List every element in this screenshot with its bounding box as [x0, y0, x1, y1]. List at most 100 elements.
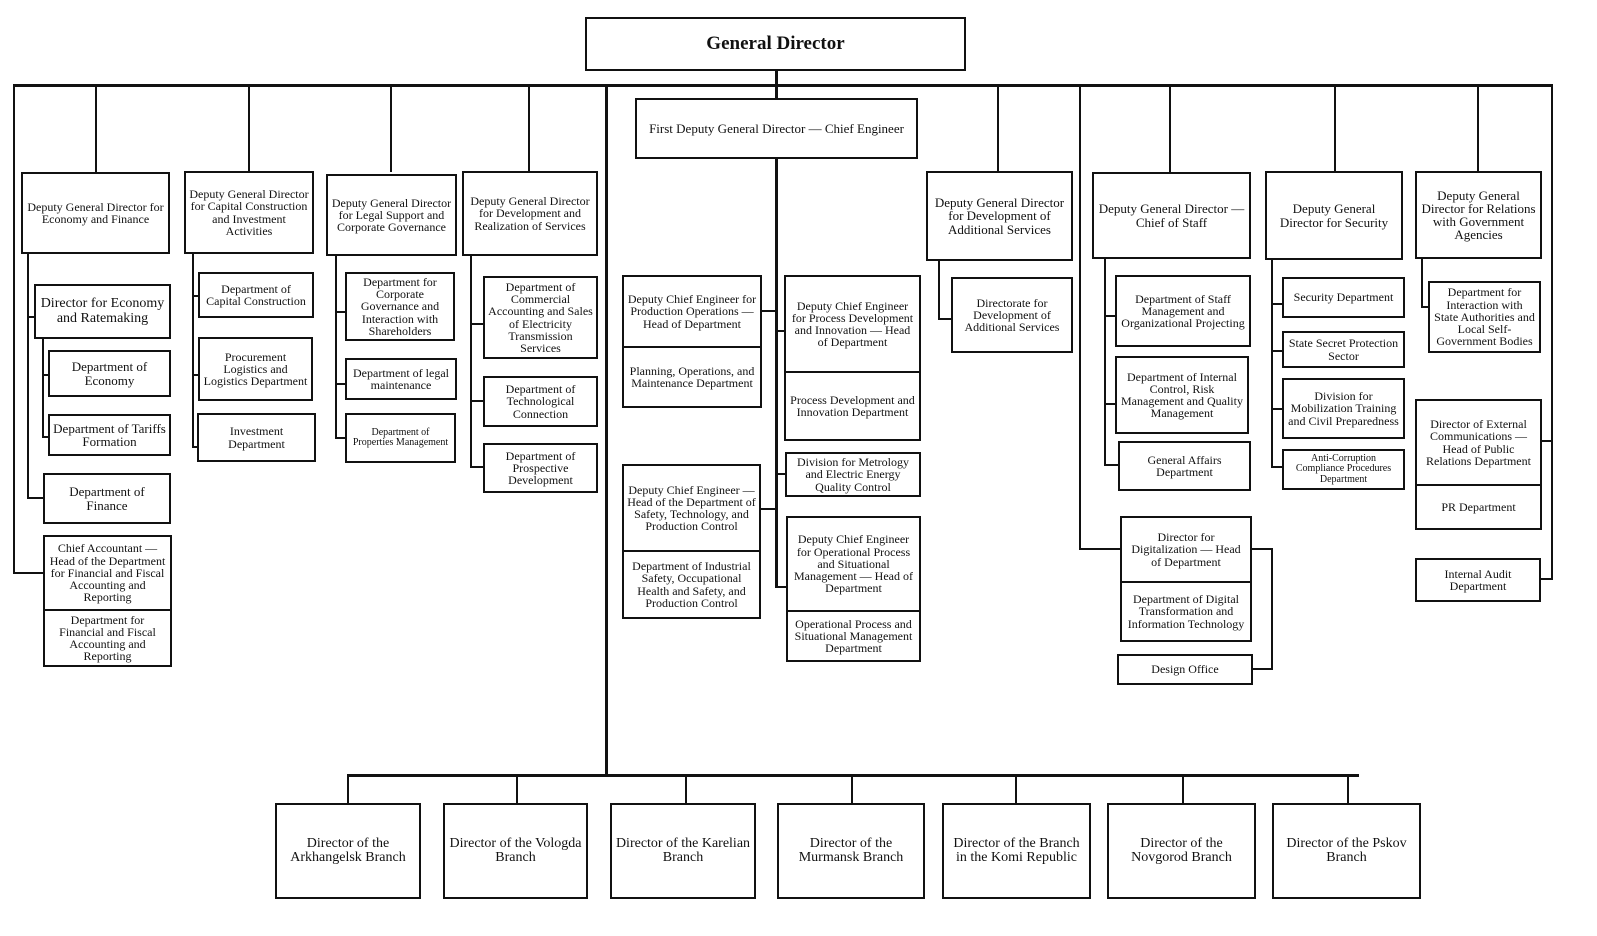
department-label: Department of Economy [71, 359, 148, 388]
internal-audit-box[interactable]: Internal Audit Department [1415, 558, 1541, 602]
deputy-chief-of-staff-box[interactable]: Deputy General Director — Chief of Staff [1092, 172, 1251, 259]
connector [1079, 548, 1121, 550]
deputy-label: Deputy General Director — Chief of Staff [1098, 201, 1245, 230]
head-label: Deputy Chief Engineer for Production Ope… [627, 292, 757, 331]
first-deputy-box[interactable]: First Deputy General Director — Chief En… [635, 98, 918, 159]
connector [997, 84, 999, 172]
branch-label: Director of the Murmansk Branch [798, 835, 904, 865]
connector [470, 253, 472, 468]
branch-director-box[interactable]: Director of the Murmansk Branch [777, 803, 925, 899]
deputy-chief-engineer-operational-box[interactable]: Deputy Chief Engineer for Operational Pr… [786, 516, 921, 662]
metrology-division-box[interactable]: Division for Metrology and Electric Ener… [785, 452, 921, 497]
connector [1182, 774, 1184, 804]
chief-accountant-box[interactable]: Chief Accountant — Head of the Departmen… [43, 535, 172, 667]
department-cell: PR Department [1417, 484, 1540, 528]
branch-director-box[interactable]: Director of the Karelian Branch [610, 803, 756, 899]
department-label: Design Office [1151, 662, 1219, 677]
connector [516, 774, 518, 804]
director-external-communications-box[interactable]: Director of External Communications — He… [1415, 399, 1542, 530]
connector [775, 473, 786, 475]
branch-director-box[interactable]: Director of the Vologda Branch [443, 803, 588, 899]
connector [248, 84, 250, 172]
connector [42, 436, 49, 438]
department-box[interactable]: Department of Prospective Development [483, 443, 598, 493]
connector [27, 497, 44, 499]
department-box[interactable]: Department of Commercial Accounting and … [483, 276, 598, 359]
design-office-box[interactable]: Design Office [1117, 654, 1253, 685]
department-label: General Affairs Department [1147, 452, 1222, 479]
department-box[interactable]: Department of Economy [48, 350, 171, 397]
connector [775, 330, 786, 332]
connector [1271, 466, 1283, 468]
department-cell: Department of Industrial Safety, Occupat… [624, 550, 759, 617]
head-label: Director for Digitalization — Head of De… [1131, 530, 1241, 569]
connector [1539, 578, 1553, 580]
deputy-chief-engineer-process-box[interactable]: Deputy Chief Engineer for Process Develo… [784, 275, 921, 441]
deputy-chief-engineer-safety-box[interactable]: Deputy Chief Engineer — Head of the Depa… [622, 464, 761, 619]
connector [775, 158, 778, 588]
department-box[interactable]: State Secret Protection Sector [1282, 331, 1405, 368]
department-box[interactable]: Directorate for Development of Additiona… [951, 277, 1073, 353]
connector [13, 572, 44, 574]
branch-label: Director of the Branch in the Komi Repub… [953, 835, 1080, 865]
department-label: Division for Metrology and Electric Ener… [797, 455, 909, 494]
director-economy-ratemaking-box[interactable]: Director for Economy and Ratemaking [34, 284, 171, 339]
connector [1251, 668, 1273, 670]
department-box[interactable]: Anti-Corruption Compliance Procedures De… [1282, 449, 1405, 490]
connector [347, 774, 349, 804]
director-digitalization-box[interactable]: Director for Digitalization — Head of De… [1120, 516, 1252, 642]
department-label: Investment Department [228, 424, 285, 451]
connector [1250, 548, 1272, 550]
department-box[interactable]: General Affairs Department [1118, 441, 1251, 491]
connector [938, 260, 940, 320]
general-director-box[interactable]: General Director [585, 17, 966, 71]
branch-label: Director of the Novgorod Branch [1131, 835, 1232, 865]
department-box[interactable]: Department of Tariffs Formation [48, 414, 171, 456]
connector [1421, 306, 1429, 308]
department-box[interactable]: Department of legal maintenance [345, 358, 457, 400]
department-box[interactable]: Department of Staff Management and Organ… [1115, 275, 1251, 347]
branch-director-box[interactable]: Director of the Arkhangelsk Branch [275, 803, 421, 899]
branch-label: Director of the Pskov Branch [1286, 835, 1407, 865]
deputy-capital-construction-box[interactable]: Deputy General Director for Capital Cons… [184, 171, 314, 254]
head-label: Chief Accountant — Head of the Departmen… [49, 541, 166, 605]
department-box[interactable]: Department of Internal Control, Risk Man… [1115, 356, 1249, 434]
connector [1104, 403, 1116, 405]
connector [1169, 84, 1171, 172]
connector [42, 374, 49, 376]
department-cell: Operational Process and Situational Mana… [788, 610, 919, 660]
department-box[interactable]: Department for Interaction with State Au… [1428, 281, 1541, 353]
branch-director-box[interactable]: Director of the Branch in the Komi Repub… [942, 803, 1091, 899]
department-box[interactable]: Division for Mobilization Training and C… [1282, 378, 1405, 439]
deputy-government-relations-box[interactable]: Deputy General Director for Relations wi… [1415, 171, 1542, 259]
branch-director-box[interactable]: Director of the Novgorod Branch [1107, 803, 1256, 899]
deputy-chief-engineer-production-box[interactable]: Deputy Chief Engineer for Production Ope… [622, 275, 762, 408]
department-box[interactable]: Department of Finance [43, 473, 171, 524]
department-box[interactable]: Department for Corporate Governance and … [345, 272, 455, 341]
branch-director-box[interactable]: Director of the Pskov Branch [1272, 803, 1421, 899]
department-cell: Planning, Operations, and Maintenance De… [624, 346, 760, 406]
connector [1015, 774, 1017, 804]
connector [470, 323, 484, 325]
department-box[interactable]: Department of Properties Management [345, 413, 456, 463]
connector [335, 437, 346, 439]
department-label: Planning, Operations, and Maintenance De… [629, 363, 755, 390]
department-box[interactable]: Department of Technological Connection [483, 376, 598, 427]
connector [95, 84, 97, 172]
department-label: Department of Properties Management [352, 426, 449, 448]
deputy-services-box[interactable]: Deputy General Director for Development … [462, 171, 598, 256]
deputy-label: Deputy General Director for Security [1279, 201, 1389, 230]
department-label: Department of Internal Control, Risk Man… [1121, 369, 1243, 421]
department-box[interactable]: Investment Department [197, 413, 316, 462]
connector [42, 338, 44, 438]
department-label: Department of legal maintenance [353, 365, 449, 392]
department-box[interactable]: Security Department [1282, 277, 1405, 318]
deputy-security-box[interactable]: Deputy General Director for Security [1265, 171, 1403, 260]
department-box[interactable]: Procurement Logistics and Logistics Depa… [198, 337, 313, 401]
deputy-additional-services-box[interactable]: Deputy General Director for Development … [926, 171, 1073, 261]
connector [1104, 258, 1106, 466]
department-box[interactable]: Department of Capital Construction [198, 272, 314, 318]
deputy-economy-finance-box[interactable]: Deputy General Director for Economy and … [21, 172, 170, 254]
deputy-legal-box[interactable]: Deputy General Director for Legal Suppor… [326, 174, 457, 256]
connector [528, 84, 530, 172]
